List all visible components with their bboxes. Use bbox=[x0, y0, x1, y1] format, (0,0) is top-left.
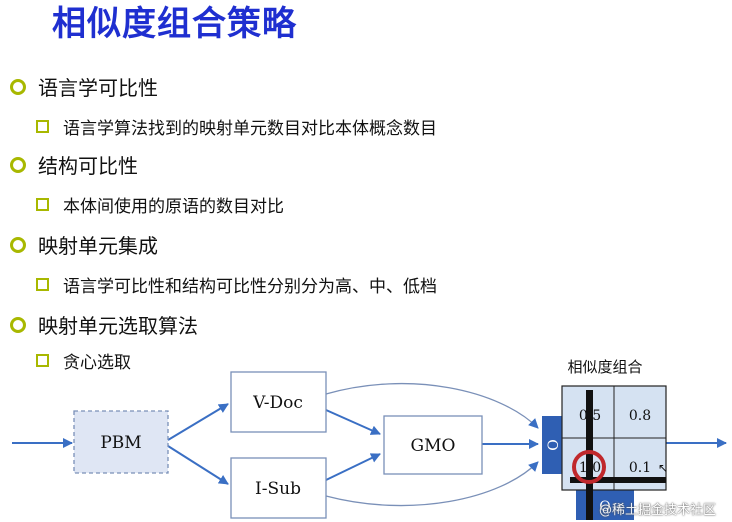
sub-bullet-text: 本体间使用的原语的数目对比 bbox=[63, 197, 284, 217]
pbm-box: PBM bbox=[73, 410, 169, 474]
cell-1-1: 0.1 bbox=[629, 460, 651, 476]
sub-bullet-text: 语言学算法找到的映射单元数目对比本体概念数目 bbox=[63, 119, 437, 139]
selected-column-bar bbox=[586, 390, 593, 520]
bullet-text: 语言学可比性 bbox=[38, 76, 158, 100]
selected-row-bar bbox=[570, 477, 666, 483]
sub-bullet-primitive-ratio: 本体间使用的原语的数目对比 bbox=[36, 192, 284, 217]
vdoc-label: V-Doc bbox=[252, 393, 303, 413]
bullet-text: 映射单元选取算法 bbox=[38, 314, 198, 338]
cell-0-0: 0.5 bbox=[579, 408, 601, 424]
sub-bullet-text: 语言学可比性和结构可比性分别分为高、中、低档 bbox=[63, 277, 437, 297]
sub-bullet-linguistic-ratio: 语言学算法找到的映射单元数目对比本体概念数目 bbox=[36, 114, 437, 139]
matrix-caption: 相似度组合 bbox=[567, 358, 642, 376]
square-bullet-icon bbox=[36, 278, 49, 291]
bullet-text: 结构可比性 bbox=[38, 154, 138, 178]
circle-bullet-icon bbox=[10, 156, 26, 173]
bullet-mapping-integration: 映射单元集成 bbox=[10, 230, 158, 259]
gmo-label: GMO bbox=[411, 436, 456, 456]
isub-box: I-Sub bbox=[230, 457, 327, 519]
cursor-icon: ↖ bbox=[658, 461, 668, 475]
circle-bullet-icon bbox=[10, 78, 26, 95]
bullet-structural-comparability: 结构可比性 bbox=[10, 150, 138, 179]
gmo-box: GMO bbox=[383, 415, 483, 475]
sub-bullet-text: 贪心选取 bbox=[63, 353, 131, 373]
cell-1-0: 1.0 bbox=[579, 460, 601, 476]
square-bullet-icon bbox=[36, 354, 49, 367]
isub-to-gmo-arrow bbox=[325, 453, 381, 481]
sub-bullet-levels: 语言学可比性和结构可比性分别分为高、中、低档 bbox=[36, 272, 437, 297]
square-bullet-icon bbox=[36, 120, 49, 133]
vdoc-bypass-curve bbox=[325, 382, 539, 429]
bullet-linguistic-comparability: 语言学可比性 bbox=[10, 72, 158, 101]
isub-bypass-curve bbox=[325, 461, 539, 507]
sub-bullet-greedy: 贪心选取 bbox=[36, 348, 131, 373]
left-ontology-label: O bbox=[546, 439, 562, 450]
left-ontology-bar bbox=[542, 416, 564, 474]
watermark: @稀土掘金技术社区 bbox=[598, 503, 716, 518]
circle-bullet-icon bbox=[10, 316, 26, 333]
vdoc-to-gmo-arrow bbox=[325, 409, 381, 435]
circle-bullet-icon bbox=[10, 236, 26, 253]
cell-0-1: 0.8 bbox=[629, 408, 651, 424]
bullet-selection-algorithm: 映射单元选取算法 bbox=[10, 310, 198, 339]
similarity-matrix: O O 0.5 0.8 1.0 0.1 ↖ bbox=[542, 385, 668, 520]
slide-title: 相似度组合策略 bbox=[52, 4, 297, 44]
isub-label: I-Sub bbox=[255, 479, 301, 499]
bottom-ontology-bar bbox=[576, 490, 634, 520]
pbm-label: PBM bbox=[100, 433, 141, 453]
pbm-to-isub-arrow bbox=[167, 445, 229, 485]
matcher-pipeline-diagram: PBM V-Doc I-Sub GMO 相似度组合 O bbox=[0, 350, 732, 522]
bullet-text: 映射单元集成 bbox=[38, 234, 158, 258]
selected-cell-highlight bbox=[572, 450, 606, 484]
vdoc-box: V-Doc bbox=[230, 371, 327, 433]
pbm-to-vdoc-arrow bbox=[167, 403, 229, 441]
square-bullet-icon bbox=[36, 198, 49, 211]
bottom-ontology-label: O bbox=[599, 499, 610, 515]
